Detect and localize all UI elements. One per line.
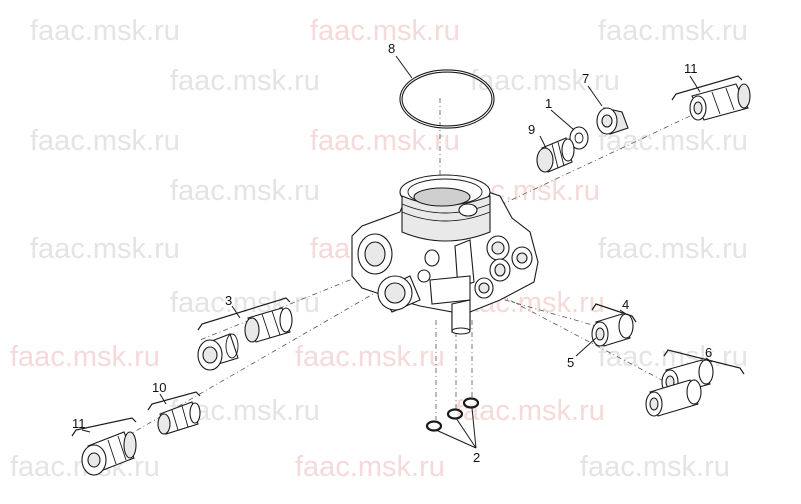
watermark: faac.msk.ru [30, 15, 180, 47]
cartridge-10 [157, 401, 201, 435]
callout-11-bottom: 11 [72, 416, 86, 431]
watermark: faac.msk.ru [295, 451, 445, 483]
callout-brackets [71, 55, 745, 449]
watermark: faac.msk.ru [295, 341, 445, 373]
callout-3: 3 [225, 293, 232, 308]
callout-1: 1 [545, 96, 552, 111]
watermark: faac.msk.ru [170, 287, 320, 319]
watermark: faac.msk.ru [30, 125, 180, 157]
watermark: faac.msk.ru [598, 125, 748, 157]
watermark: faac.msk.ru [170, 175, 320, 207]
watermark: faac.msk.ru [455, 395, 605, 427]
callout-7: 7 [582, 71, 589, 86]
watermark: faac.msk.ru [598, 233, 748, 265]
valve-body [351, 174, 539, 335]
watermark: faac.msk.ru [10, 341, 160, 373]
callout-4: 4 [622, 297, 629, 312]
fitting-5 [591, 313, 634, 347]
watermark: faac.msk.ru [310, 125, 460, 157]
o-ring-large [399, 69, 495, 129]
end-fitting-11-bottom [81, 431, 137, 476]
fittings-6 [645, 359, 714, 417]
callout-5: 5 [567, 355, 574, 370]
callout-6: 6 [705, 345, 712, 360]
watermark: faac.msk.ru [30, 233, 180, 265]
callout-10: 10 [152, 380, 166, 395]
callout-11-top: 11 [684, 61, 698, 76]
callout-2: 2 [473, 450, 480, 465]
end-fitting-11-top [689, 83, 751, 121]
watermark: faac.msk.ru [310, 15, 460, 47]
bushing-7 [596, 107, 629, 135]
callout-8: 8 [388, 41, 395, 56]
watermark: faac.msk.ru [170, 65, 320, 97]
watermark: faac.msk.ru [598, 15, 748, 47]
watermark: faac.msk.ru [470, 65, 620, 97]
callout-9: 9 [528, 122, 535, 137]
cartridge-9 [536, 137, 575, 173]
o-rings-small-2 [425, 397, 480, 432]
callout-labels: 8 1 7 9 11 3 10 11 4 5 6 2 [72, 41, 712, 465]
washer-1 [569, 126, 589, 150]
watermark-layer: faac.msk.ru faac.msk.ru faac.msk.ru faac… [10, 15, 748, 483]
plug-assembly-3 [197, 307, 293, 371]
watermark: faac.msk.ru [580, 451, 730, 483]
